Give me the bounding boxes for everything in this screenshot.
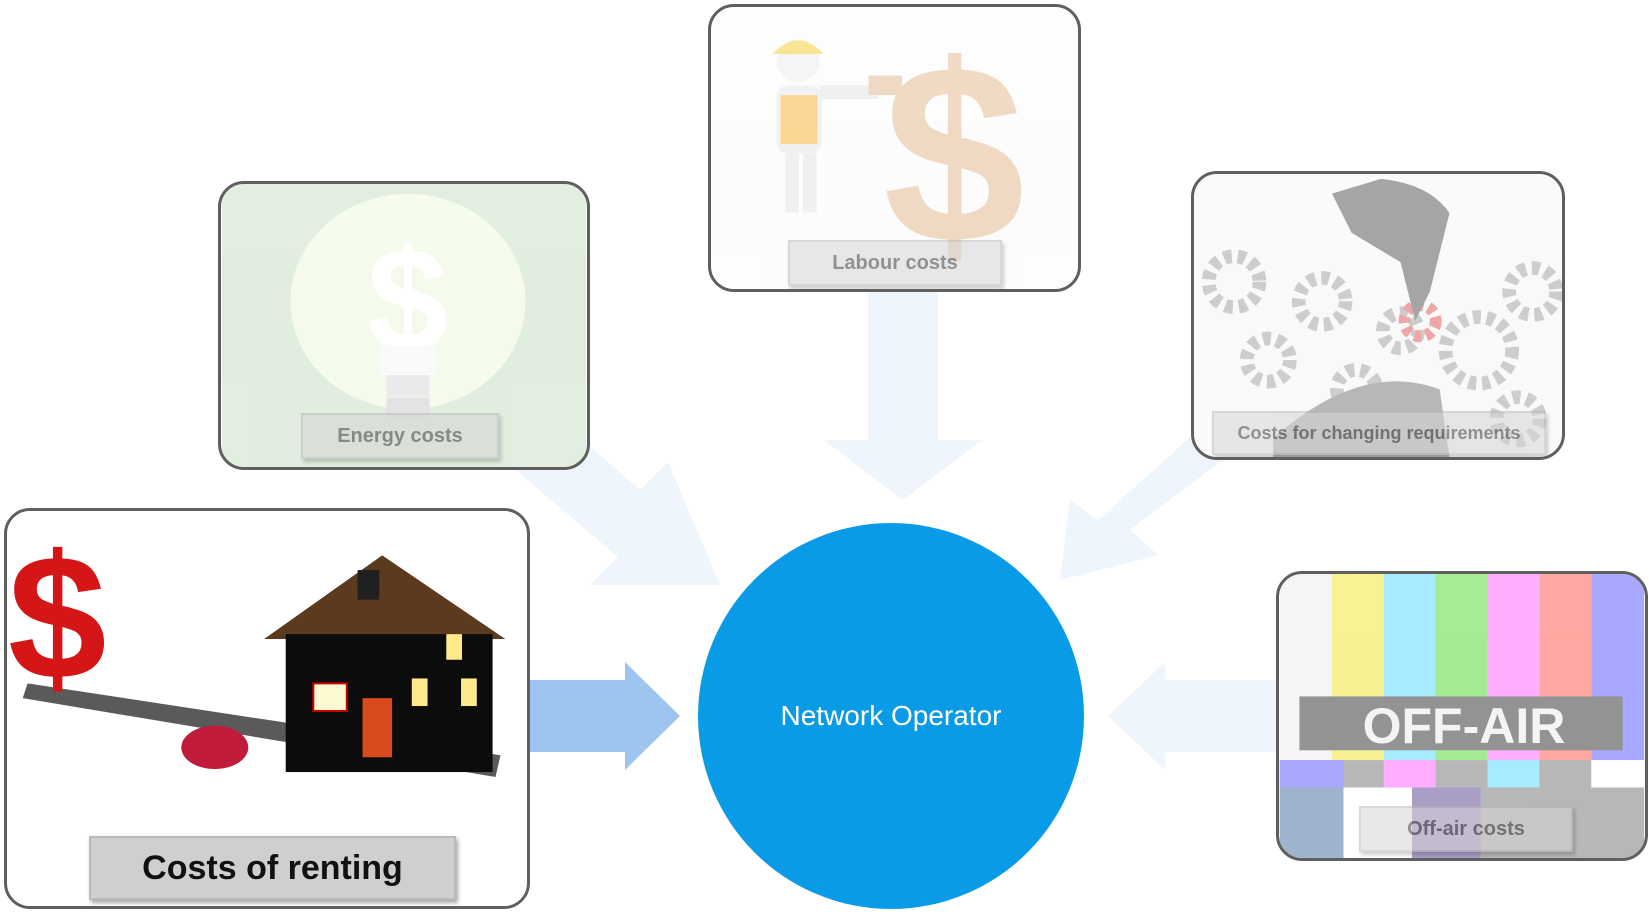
labour-costs-label: Labour costs xyxy=(788,240,1002,286)
card-off-air-costs: OFF-AIR Off-air costs xyxy=(1276,571,1648,861)
arrow-labour xyxy=(824,275,982,500)
svg-text:$: $ xyxy=(8,517,107,716)
card-energy-costs: $ Energy costs xyxy=(218,181,590,470)
worker-brick-dollar-icon: $ xyxy=(711,7,1078,289)
off-air-banner-text: OFF-AIR xyxy=(1362,698,1566,754)
arrow-changing xyxy=(1060,415,1250,580)
arrow-offair xyxy=(1108,662,1290,770)
network-operator-circle: Network Operator xyxy=(698,523,1084,909)
svg-text:$: $ xyxy=(367,218,449,382)
network-operator-label: Network Operator xyxy=(780,700,1002,731)
arrow-renting xyxy=(530,662,680,770)
energy-costs-label: Energy costs xyxy=(301,413,499,459)
changing-requirements-label: Costs for changing requirements xyxy=(1212,411,1546,455)
dollar-bulb-icon: $ xyxy=(221,184,587,467)
card-changing-requirements: Costs for changing requirements xyxy=(1191,171,1565,460)
off-air-costs-label: Off-air costs xyxy=(1359,806,1573,852)
costs-of-renting-label: Costs of renting xyxy=(89,836,456,900)
card-costs-of-renting: $ Costs of renting xyxy=(4,508,530,909)
card-labour-costs: $ Labour costs xyxy=(708,4,1081,292)
